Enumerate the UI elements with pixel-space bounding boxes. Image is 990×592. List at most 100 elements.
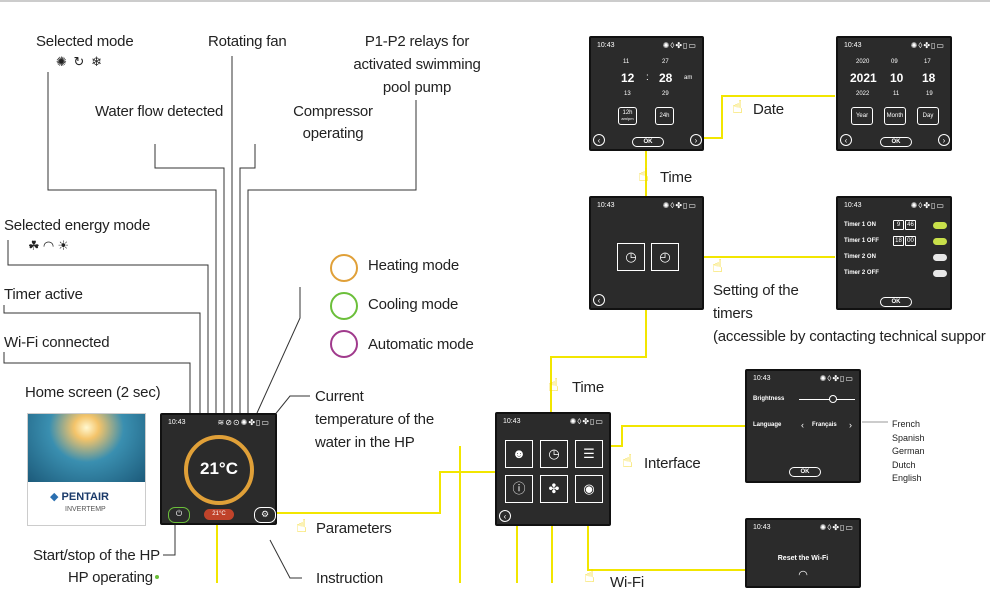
label-current-temp-1: Current (315, 388, 364, 405)
ok-button[interactable]: OK (880, 297, 912, 307)
next-button[interactable]: › (690, 134, 702, 146)
temperature-ring (184, 435, 254, 505)
timer-icon[interactable]: ◴ (651, 243, 679, 271)
month-button[interactable]: Month (884, 107, 906, 125)
day-next: 19 (926, 91, 933, 97)
home-splash-screen: ◆ PENTAIR INVERTEMP (27, 413, 146, 526)
month-prev: 09 (891, 59, 898, 65)
label-water-flow: Water flow detected (95, 103, 224, 120)
back-button[interactable]: ‹ (593, 134, 605, 146)
status-icons: ✺◊✤▯▭ (662, 201, 697, 210)
language-next-arrow[interactable]: › (849, 420, 852, 430)
brightness-label: Brightness (753, 396, 785, 402)
minute-next: 29 (662, 91, 669, 97)
back-button[interactable]: ‹ (593, 294, 605, 306)
label-cooling-mode: Cooling mode (368, 296, 459, 313)
label-time-mid: Time (572, 379, 604, 396)
day-value[interactable]: 18 (922, 71, 936, 85)
year-value[interactable]: 2021 (850, 71, 877, 85)
timer-2-on-toggle[interactable] (933, 254, 947, 261)
status-icons: ✺◊✤▯▭ (910, 201, 945, 210)
hour-next: 13 (624, 91, 631, 97)
month-value[interactable]: 10 (890, 71, 904, 85)
clock-time-icon[interactable]: ◷ (617, 243, 645, 271)
language-item: French (892, 419, 921, 429)
label-compressor-1: Compressor (293, 103, 373, 120)
clock: 10:43 (503, 418, 521, 425)
year-button[interactable]: Year (851, 107, 873, 125)
clock: 10:43 (753, 524, 771, 531)
timer-1-off-minute[interactable]: 00 (905, 236, 916, 246)
format-24h-button[interactable]: 24h (655, 107, 674, 125)
language-item: Spanish (892, 432, 925, 443)
timer-2-on-label: Timer 2 ON (844, 254, 876, 260)
automatic-mode-ring (330, 330, 358, 358)
label-time-top: Time (660, 169, 692, 186)
timer-1-off-toggle[interactable] (933, 238, 947, 245)
user-settings-icon[interactable]: ☻ (505, 440, 533, 468)
interface-display-icon[interactable]: ☰ (575, 440, 603, 468)
pointer-hand-icon: ☝ (732, 97, 743, 117)
label-energy-mode: Selected energy mode (4, 217, 151, 234)
timer-menu-screen: 10:43 ✺◊✤▯▭ ◷ ◴ ‹ (589, 196, 704, 310)
settings-gear-button[interactable]: ⚙ (254, 507, 276, 523)
back-button[interactable]: ‹ (840, 134, 852, 146)
minute-prev: 27 (662, 59, 669, 65)
label-selected-mode: Selected mode (36, 33, 134, 50)
pointer-hand-icon: ☝ (548, 375, 559, 395)
wifi-screen: 10:43 ✺◊✤▯▭ Reset the Wi-Fi ◠ (745, 518, 861, 588)
clock: 10:43 (168, 419, 186, 426)
day-prev: 17 (924, 59, 931, 65)
temperature-value: 21°C (200, 459, 238, 478)
brightness-slider[interactable] (799, 399, 855, 400)
timer-1-on-minute[interactable]: 46 (905, 220, 916, 230)
label-relays-2: activated swimming (353, 56, 481, 73)
language-prev-arrow[interactable]: ‹ (801, 420, 804, 430)
fan-maintenance-icon[interactable]: ✤ (540, 475, 568, 503)
label-current-temp-3: water in the HP (315, 434, 415, 451)
hp-operating-dot (155, 575, 159, 579)
pointer-hand-icon: ☝ (622, 451, 633, 471)
label-relays-1: P1-P2 relays for (364, 33, 470, 50)
minute-value[interactable]: 28 (659, 71, 673, 85)
mode-icons: ✺ ↻ ❄ (56, 53, 102, 71)
status-icons: ≋⊘⊙✺✤▯▭ (217, 418, 270, 427)
clock: 10:43 (844, 42, 862, 49)
hour-prev: 11 (623, 59, 630, 65)
info-icon[interactable]: ⓘ (505, 475, 533, 503)
timer-2-off-toggle[interactable] (933, 270, 947, 277)
label-instruction: Instruction (316, 570, 383, 587)
auto-cycle-icon: ↻ (73, 54, 85, 69)
back-button[interactable]: ‹ (499, 510, 511, 522)
day-button[interactable]: Day (917, 107, 939, 125)
wifi-icon[interactable]: ◉ (575, 475, 603, 503)
label-timers-1: Setting of the (713, 282, 799, 299)
timer-1-on-toggle[interactable] (933, 222, 947, 229)
clock-time-icon[interactable]: ◷ (540, 440, 568, 468)
status-icons: ✺◊✤▯▭ (819, 523, 854, 532)
snowflake-icon: ❄ (91, 54, 102, 69)
status-icons: ✺◊✤▯▭ (662, 41, 697, 50)
ok-button[interactable]: OK (789, 467, 821, 477)
boost-bulb-icon: ☀ (57, 238, 69, 253)
next-button[interactable]: › (938, 134, 950, 146)
status-badge: 21°C (204, 509, 234, 520)
year-prev: 2020 (856, 59, 870, 65)
label-automatic-mode: Automatic mode (368, 336, 474, 353)
reset-wifi-label[interactable]: Reset the Wi-Fi (777, 555, 829, 562)
ok-button[interactable]: OK (632, 137, 664, 147)
timer-2-off-label: Timer 2 OFF (844, 270, 879, 276)
brightness-slider-thumb[interactable] (829, 395, 837, 403)
power-button[interactable]: ⏻ (168, 507, 190, 523)
timer-1-on-hour[interactable]: 9 (893, 220, 904, 230)
date-screen: 10:43 ✺◊✤▯▭ 2020 09 17 2021 10 18 2022 1… (836, 36, 952, 151)
home-screen: 10:43 ≋⊘⊙✺✤▯▭ 21°C ⏻ 21°C ⚙ (160, 413, 277, 525)
hour-value[interactable]: 12 (621, 71, 635, 85)
status-icons: ✺◊✤▯▭ (569, 417, 604, 426)
label-home-screen: Home screen (2 sec) (25, 384, 161, 401)
timer-1-off-hour[interactable]: 18 (893, 236, 904, 246)
gauge-icon: ◠ (42, 238, 55, 253)
ok-button[interactable]: OK (880, 137, 912, 147)
